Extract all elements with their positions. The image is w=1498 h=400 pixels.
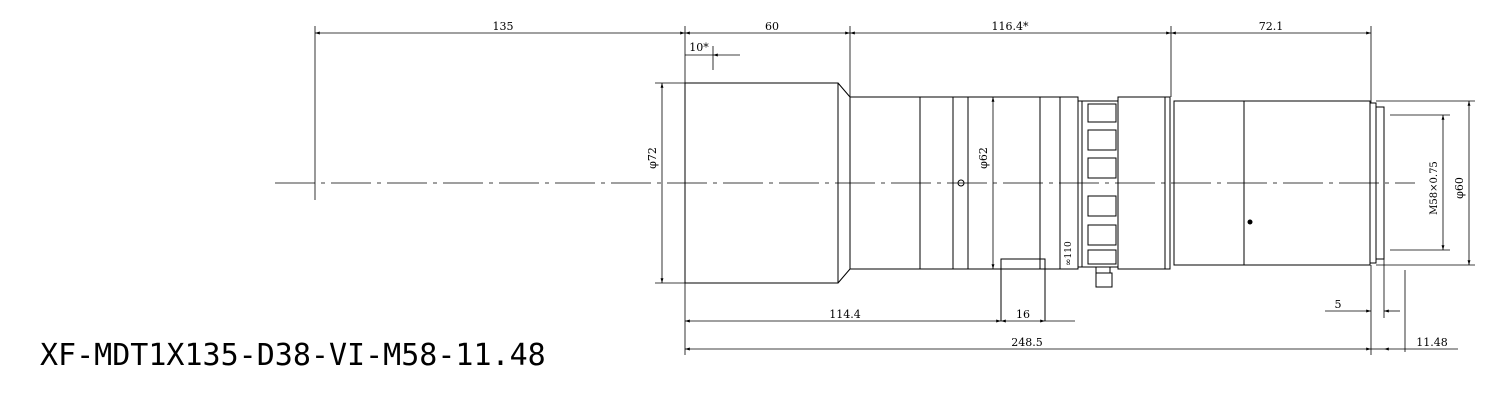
dim-10: 10* — [689, 41, 709, 54]
dim-m58: M58×0.75 — [1429, 161, 1440, 215]
dim-135: 135 — [493, 20, 514, 33]
dim-116: 116.4* — [992, 20, 1029, 33]
dimension-lines — [314, 31, 1471, 351]
dim-11-48: 11.48 — [1416, 336, 1448, 349]
dim-72-1: 72.1 — [1259, 20, 1284, 33]
svg-text:∞110: ∞110 — [1064, 241, 1074, 266]
dim-16: 16 — [1016, 308, 1030, 321]
dim-5: 5 — [1335, 298, 1342, 311]
dim-dia60: φ60 — [1453, 177, 1466, 199]
model-name: XF-MDT1X135-D38-VI-M58-11.48 — [40, 338, 546, 373]
extension-lines — [314, 26, 1475, 355]
dim-dia72: φ72 — [646, 147, 659, 169]
dim-114: 114.4 — [829, 308, 861, 321]
dim-60: 60 — [765, 20, 779, 33]
dim-dia62: φ62 — [977, 147, 990, 169]
lens-body: ∞110 — [684, 82, 1385, 321]
dim-248: 248.5 — [1011, 336, 1043, 349]
